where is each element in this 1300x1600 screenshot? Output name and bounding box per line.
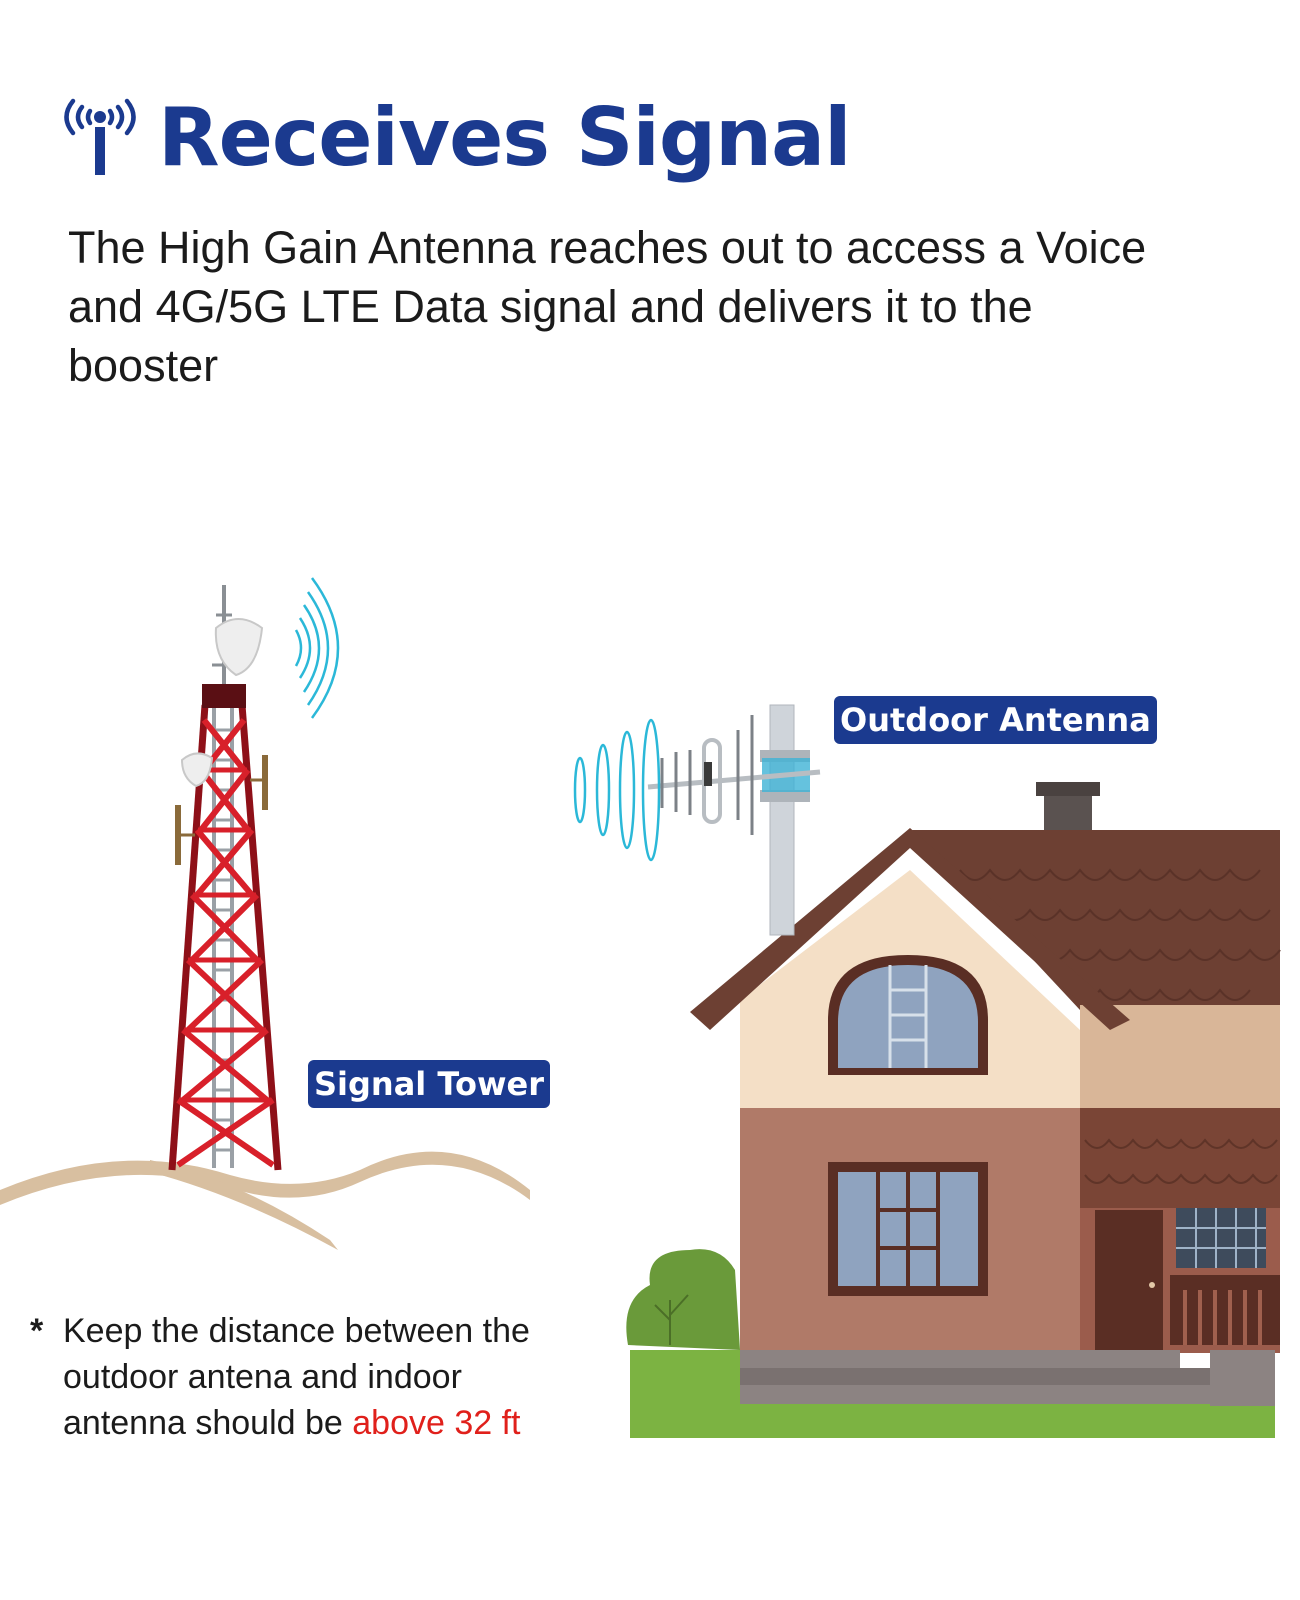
note-bullet: *: [30, 1312, 44, 1350]
outdoor-antenna: [647, 704, 821, 936]
note-text: Keep the distance between the outdoor an…: [63, 1312, 530, 1442]
note-highlight: above 32 ft: [352, 1404, 521, 1442]
distance-note: * Keep the distance between the outdoor …: [30, 1308, 590, 1446]
description-text: The High Gain Antenna reaches out to acc…: [68, 222, 1147, 391]
signal-tower-label: Signal Tower: [308, 1060, 551, 1108]
tower-signal-waves: [294, 577, 340, 719]
page-title: Receives Signal: [158, 91, 851, 184]
signal-antenna-icon: [64, 98, 136, 175]
hills: [0, 1151, 530, 1250]
antenna-signal-waves: [573, 718, 661, 862]
outdoor-antenna-label: Outdoor Antenna: [834, 696, 1157, 744]
note-text-block: Keep the distance between the outdoor an…: [63, 1308, 590, 1446]
house: [626, 782, 1281, 1438]
signal-tower: [168, 585, 282, 1171]
header: Receives Signal: [60, 88, 851, 188]
